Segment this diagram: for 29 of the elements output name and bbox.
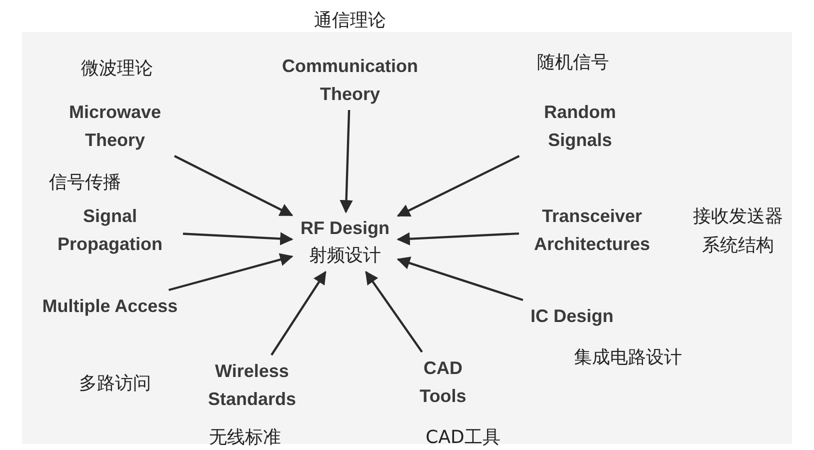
arrow xyxy=(174,155,294,216)
node-sublabel: 射频设计 xyxy=(308,244,382,268)
caption-text: 无线标准 xyxy=(208,426,282,450)
node-label: Microwave Theory xyxy=(68,101,162,152)
node-label: Signal Propagation xyxy=(56,205,164,256)
caption-text: 通信理论 xyxy=(313,9,387,33)
node-label: Communication Theory xyxy=(280,55,419,106)
arrow xyxy=(365,270,423,353)
arrow xyxy=(182,232,294,246)
arrow xyxy=(168,253,294,292)
caption-text: 随机信号 xyxy=(536,51,610,75)
arrow xyxy=(270,270,326,356)
arrow xyxy=(340,110,353,214)
arrow xyxy=(396,155,520,217)
arrow xyxy=(396,232,520,246)
caption-text: 集成电路设计 xyxy=(573,346,683,370)
node-label: Random Signals xyxy=(543,101,617,152)
caption-text: 接收发送器系统结构 xyxy=(692,205,784,258)
node-label: RF Design xyxy=(299,217,390,240)
node-label: Multiple Access xyxy=(41,295,179,318)
caption-text: 信号传播 xyxy=(48,171,122,195)
caption-text: 多路访问 xyxy=(78,372,152,396)
node-label: Transceiver Architectures xyxy=(532,205,652,256)
caption-text: 微波理论 xyxy=(80,57,154,81)
node-label: CAD Tools xyxy=(418,357,468,408)
arrow xyxy=(396,256,524,302)
caption-text: CAD工具 xyxy=(424,426,502,450)
node-label: Wireless Standards xyxy=(206,360,298,411)
node-label: IC Design xyxy=(529,305,614,328)
